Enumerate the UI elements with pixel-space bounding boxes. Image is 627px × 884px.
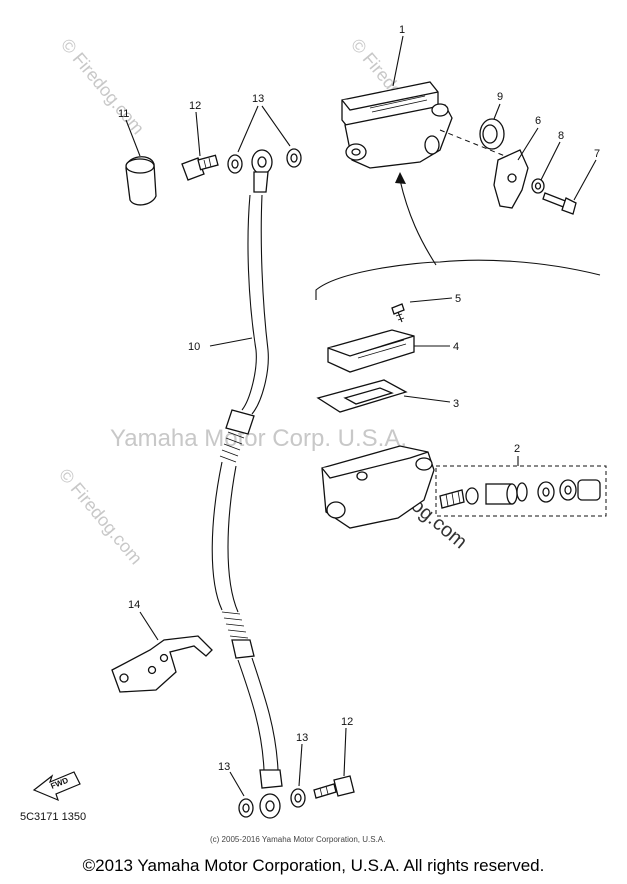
leader-3 — [403, 395, 451, 403]
master-cylinder-assembly — [341, 81, 453, 169]
callout-5: 5 — [455, 293, 461, 305]
washer-part-13-top-right — [286, 148, 302, 168]
piston-kit-part-2 — [439, 479, 601, 509]
callout-11: 11 — [118, 108, 129, 120]
callout-9: 9 — [497, 91, 503, 103]
leader-13-top-a — [237, 105, 259, 153]
washer-part-13-bottom-mid — [290, 788, 306, 808]
leader-12-bottom — [343, 727, 347, 777]
exploded-group-bracket — [315, 259, 601, 300]
washer-part-13-bottom-left — [238, 798, 254, 818]
leader-6 — [517, 127, 539, 161]
cap-part-11 — [125, 156, 157, 206]
watermark-firedog-top-left: © Firedog.com — [57, 35, 148, 138]
small-copyright: (c) 2005-2016 Yamaha Motor Corporation, … — [210, 835, 385, 844]
bracket-part-14 — [111, 635, 213, 693]
bolt-part-7 — [542, 192, 577, 215]
union-bolt-part-12-top — [181, 154, 219, 181]
callout-3: 3 — [453, 398, 459, 410]
leader-14 — [139, 611, 159, 641]
leader-7 — [573, 159, 597, 201]
leader-11 — [125, 119, 141, 157]
callout-13-bottom-mid: 13 — [296, 732, 308, 744]
copyright-footer: ©2013 Yamaha Motor Corporation, U.S.A. A… — [82, 856, 545, 875]
master-cylinder-body — [321, 445, 435, 529]
leader-13-bottom-left — [229, 771, 245, 797]
holder-part-6 — [493, 149, 529, 209]
assembly-arrow-head — [395, 172, 406, 184]
leader-5 — [409, 297, 453, 303]
fwd-arrow-icon: FWD — [32, 771, 81, 802]
callout-8: 8 — [558, 130, 564, 142]
leader-13-bottom-mid — [298, 743, 303, 787]
callout-14: 14 — [128, 599, 140, 611]
callout-1: 1 — [399, 24, 405, 36]
diaphragm-part-3 — [316, 379, 408, 413]
callout-12-top: 12 — [189, 100, 201, 112]
reservoir-cap-part-4 — [327, 329, 415, 373]
screw-part-5 — [391, 303, 405, 323]
watermark-firedog-mid-left: © Firedog.com — [55, 465, 146, 568]
leader-8 — [540, 141, 561, 181]
assembly-arrow — [399, 179, 437, 266]
diagram-code: 5C3171 1350 — [20, 811, 86, 823]
leader-13-top-b — [261, 105, 291, 147]
leader-12-top — [195, 111, 201, 157]
piston-kit-box — [435, 465, 607, 517]
washer-part-13-top-left — [227, 154, 243, 174]
seal-part-9 — [479, 118, 505, 150]
brake-hose-part-10 — [211, 149, 283, 819]
callout-12-bottom: 12 — [341, 716, 353, 728]
callout-6: 6 — [535, 115, 541, 127]
callout-10: 10 — [188, 341, 200, 353]
union-bolt-part-12-bottom — [313, 775, 355, 799]
watermark-center: Yamaha Motor Corp. U.S.A. — [110, 425, 407, 452]
callout-13-bottom-left: 13 — [218, 761, 230, 773]
washer-part-8 — [531, 178, 545, 194]
leader-10 — [209, 337, 253, 347]
callout-4: 4 — [453, 341, 459, 353]
leader-1 — [392, 35, 404, 87]
leader-9 — [493, 103, 501, 120]
callout-2: 2 — [514, 443, 520, 455]
callout-13-top: 13 — [252, 93, 264, 105]
callout-7: 7 — [594, 148, 600, 160]
